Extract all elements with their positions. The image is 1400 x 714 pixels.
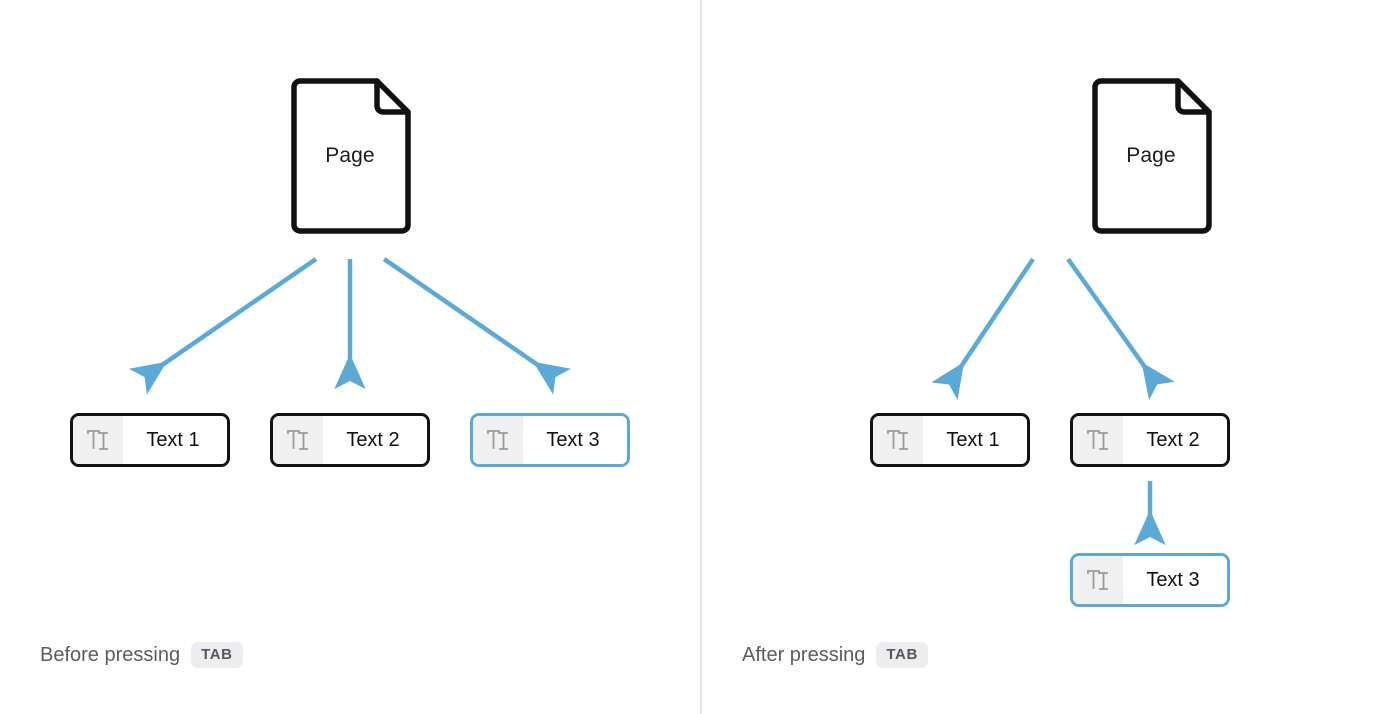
page-label: Page [325, 144, 375, 167]
text-field-icon [1073, 556, 1123, 604]
tab-key-badge: TAB [876, 642, 928, 668]
text-field-value: Text 2 [323, 416, 427, 464]
document-page-icon [1092, 78, 1212, 234]
text-field-value: Text 3 [523, 416, 627, 464]
panel-after: Page Text 1 Text 2 [702, 0, 1400, 714]
caption-text: Before pressing [40, 643, 181, 666]
text-field-value: Text 3 [1123, 556, 1227, 604]
text-field-node-3[interactable]: Text 3 [470, 413, 630, 467]
text-field-value: Text 1 [123, 416, 227, 464]
text-field-node-2[interactable]: Text 2 [1070, 413, 1230, 467]
text-field-icon [473, 416, 523, 464]
page-label: Page [1126, 144, 1176, 167]
text-field-node-1[interactable]: Text 1 [870, 413, 1030, 467]
arrow-page-to-text2 [1066, 257, 1175, 401]
panel-divider [700, 0, 702, 714]
text-field-node-2[interactable]: Text 2 [270, 413, 430, 467]
caption-text: After pressing [742, 643, 866, 666]
panel-before: Page Text 1 Text 2 [40, 78, 630, 668]
arrow-page-to-text1 [931, 257, 1035, 400]
caption-before: Before pressing TAB [40, 642, 243, 668]
caption-after: After pressing TAB [742, 642, 928, 668]
arrow-page-to-text3 [382, 257, 572, 395]
text-field-value: Text 2 [1123, 416, 1227, 464]
page-node[interactable]: Page [289, 78, 411, 234]
text-field-icon [273, 416, 323, 464]
text-field-icon [1073, 416, 1123, 464]
arrows-after [931, 257, 1175, 546]
arrow-page-to-text1 [128, 257, 318, 395]
text-field-icon [73, 416, 123, 464]
text-field-node-1[interactable]: Text 1 [70, 413, 230, 467]
text-field-value: Text 1 [923, 416, 1027, 464]
text-field-node-3[interactable]: Text 3 [1070, 553, 1230, 607]
text-field-icon [873, 416, 923, 464]
page-node[interactable]: Page [1090, 78, 1212, 234]
document-page-icon [291, 78, 411, 234]
tab-key-badge: TAB [191, 642, 243, 668]
